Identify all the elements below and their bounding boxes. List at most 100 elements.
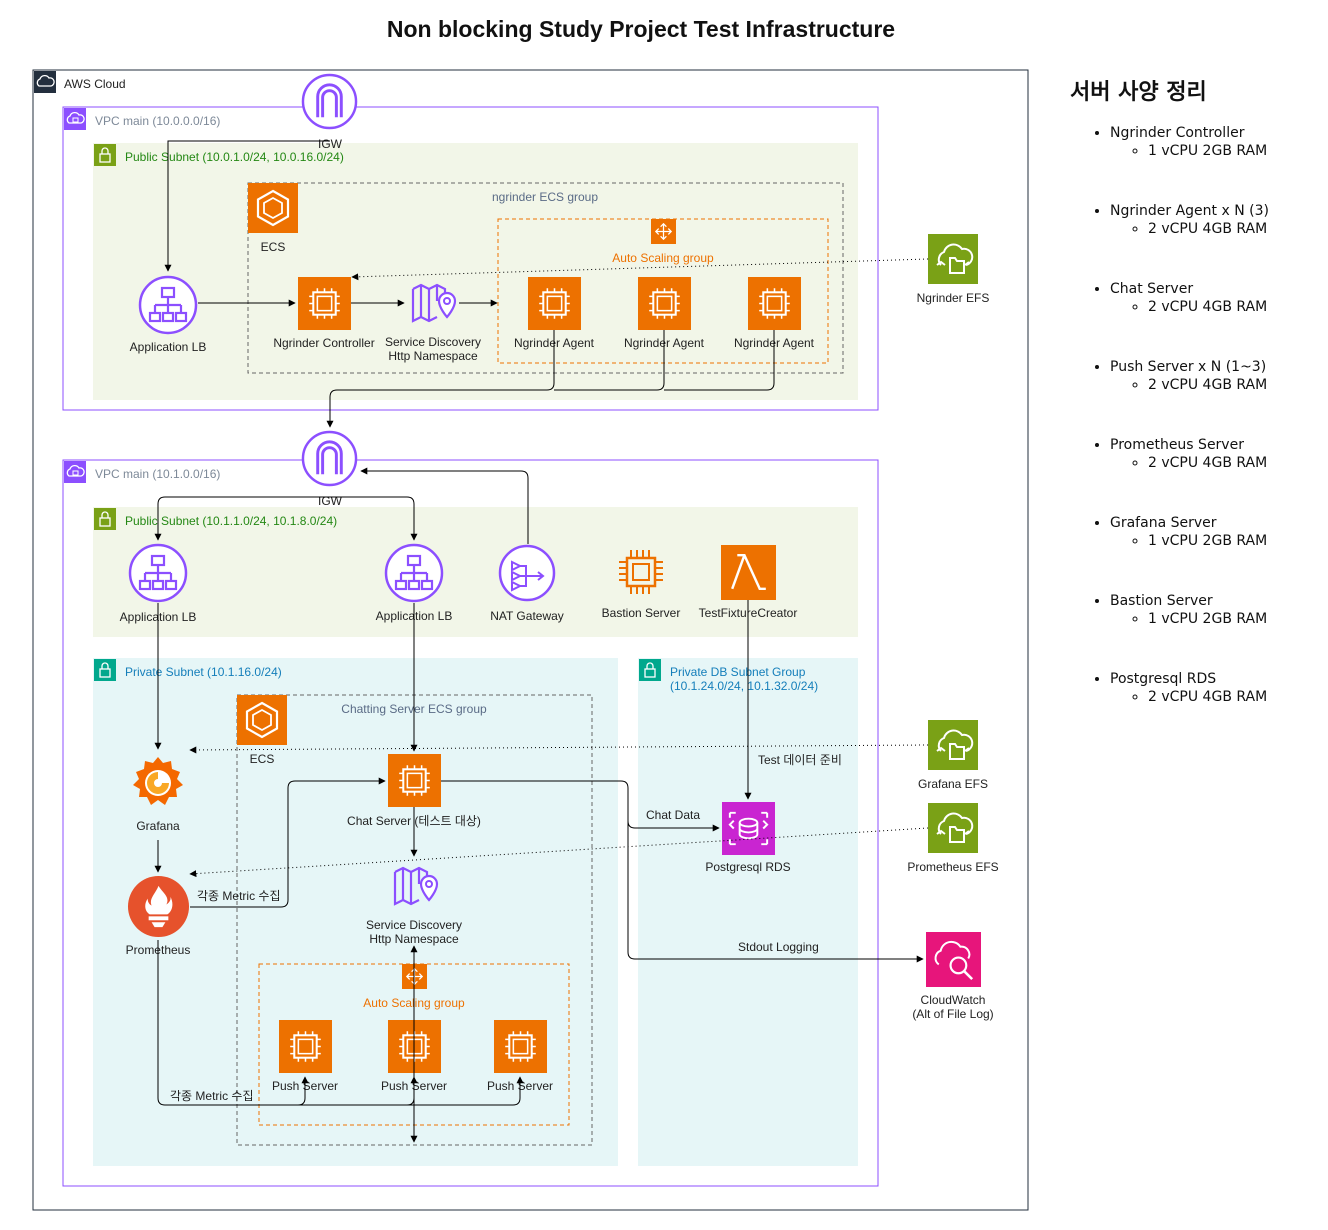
auto-scaling-group-1-label: Auto Scaling group — [612, 251, 714, 265]
public-subnet-1 — [93, 143, 858, 400]
aws-cloud-icon — [34, 71, 56, 93]
private-db-label-2: (10.1.24.0/24, 10.1.32.0/24) — [670, 679, 818, 693]
ngrinder-controller-label: Ngrinder Controller — [273, 336, 374, 350]
ngrinder-efs-icon — [928, 234, 978, 284]
application-lb-label-1: Application LB — [130, 340, 207, 354]
edge-igw-to-alb-3 — [330, 496, 418, 541]
private-db-label-1: Private DB Subnet Group — [670, 665, 806, 679]
vpc-icon — [64, 461, 86, 483]
spec-item-name: Prometheus Server — [1110, 437, 1244, 453]
chat-server-icon — [388, 754, 441, 807]
edge-label-stdout: Stdout Logging — [738, 940, 819, 954]
nat-gateway-label: NAT Gateway — [490, 609, 564, 623]
spec-item: Prometheus Server 2 vCPU 4GB RAM — [1110, 436, 1318, 472]
vpc-main-1 — [62, 106, 879, 411]
application-lb-icon-1 — [138, 275, 198, 335]
edge-metric-push-1 — [297, 1076, 309, 1106]
public-subnet-1-label: Public Subnet (10.0.1.0/24, 10.0.16.0/24… — [125, 150, 344, 164]
ngrinder-ecs-group-label: ngrinder ECS group — [492, 190, 598, 204]
spec-item-detail: 2 vCPU 4GB RAM — [1148, 298, 1318, 316]
ngrinder-ecs-group — [247, 182, 844, 374]
spec-item: Chat Server 2 vCPU 4GB RAM — [1110, 280, 1318, 316]
application-lb-icon-3 — [384, 543, 444, 603]
edge-agent-2 — [554, 330, 665, 391]
edge-nat-to-igw — [360, 467, 529, 544]
public-subnet-2-label: Public Subnet (10.1.1.0/24, 10.1.8.0/24) — [125, 514, 337, 528]
ecs-icon — [248, 183, 298, 233]
internet-gateway-icon-2 — [301, 430, 358, 487]
spec-item: Grafana Server 1 vCPU 2GB RAM — [1110, 514, 1318, 550]
edge-chat-to-cloudwatch — [627, 821, 924, 963]
cloudwatch-icon — [926, 932, 981, 987]
edge-agents-to-igw — [326, 330, 555, 428]
bastion-server-label: Bastion Server — [602, 606, 681, 620]
private-subnet-label: Private Subnet (10.1.16.0/24) — [125, 665, 282, 679]
vpc-main-1-label: VPC main (10.0.0.0/16) — [95, 114, 220, 128]
edge-agent-3 — [664, 330, 775, 391]
spec-item-detail: 2 vCPU 4GB RAM — [1148, 220, 1318, 238]
spec-item-detail: 2 vCPU 4GB RAM — [1148, 454, 1318, 472]
server-spec-panel: 서버 사양 정리 Ngrinder Controller 1 vCPU 2GB … — [1068, 74, 1318, 748]
aws-cloud-group — [32, 69, 1029, 1211]
public-subnet-lock-icon — [94, 508, 116, 530]
spec-item: Postgresql RDS 2 vCPU 4GB RAM — [1110, 670, 1318, 706]
spec-item-detail: 1 vCPU 2GB RAM — [1148, 142, 1318, 160]
edge-label-chat-data: Chat Data — [646, 808, 700, 822]
aws-cloud-label: AWS Cloud — [64, 77, 126, 91]
spec-item-name: Grafana Server — [1110, 515, 1217, 531]
ecs-label-2: ECS — [250, 752, 275, 766]
prometheus-efs-icon — [928, 803, 978, 853]
prometheus-efs-label: Prometheus EFS — [907, 860, 998, 874]
grafana-label: Grafana — [136, 819, 180, 833]
vpc-main-2 — [62, 459, 879, 1187]
nat-gateway-icon — [498, 544, 556, 602]
spec-list: Ngrinder Controller 1 vCPU 2GB RAM Ngrin… — [1068, 124, 1318, 706]
edge-prometheus-to-push — [157, 940, 524, 1106]
igw-label-2: IGW — [318, 494, 343, 508]
edge-label-test-data: Test 데이터 준비 — [758, 753, 842, 767]
diagram-title: Non blocking Study Project Test Infrastr… — [387, 16, 895, 42]
spec-item-detail: 1 vCPU 2GB RAM — [1148, 610, 1318, 628]
edge-efs-to-prometheus — [189, 827, 929, 878]
edge-label-metric-2: 각종 Metric 수집 — [170, 1089, 254, 1103]
grafana-efs-label: Grafana EFS — [918, 777, 988, 791]
cloudwatch-label-2: (Alt of File Log) — [912, 1007, 993, 1021]
ecs-icon — [237, 695, 287, 745]
spec-item-name: Postgresql RDS — [1110, 671, 1217, 687]
internet-gateway-icon-1 — [301, 73, 358, 130]
edge-igw-to-alb-2 — [154, 496, 330, 541]
spec-item-detail: 2 vCPU 4GB RAM — [1148, 688, 1318, 706]
lambda-icon — [721, 545, 776, 600]
spec-item: Ngrinder Agent x N (3) 2 vCPU 4GB RAM — [1110, 202, 1318, 238]
ngrinder-agent-icon — [638, 277, 691, 330]
edge-prometheus-to-chat — [190, 777, 386, 908]
grafana-efs-icon — [928, 720, 978, 770]
postgres-rds-icon — [722, 802, 775, 855]
spec-item-name: Ngrinder Controller — [1110, 125, 1245, 141]
spec-item: Bastion Server 1 vCPU 2GB RAM — [1110, 592, 1318, 628]
edge-efs-to-controller — [351, 258, 929, 281]
vpc-main-2-label: VPC main (10.1.0.0/16) — [95, 467, 220, 481]
ngrinder-controller-icon — [298, 277, 351, 330]
postgres-rds-label: Postgresql RDS — [705, 860, 790, 874]
public-subnet-lock-icon — [94, 144, 116, 166]
ngrinder-agent-icon — [528, 277, 581, 330]
igw-label-1: IGW — [318, 137, 343, 151]
ngrinder-agent-icon — [748, 277, 801, 330]
push-server-icon — [279, 1020, 332, 1073]
service-discovery-label-1a: Service Discovery — [385, 335, 481, 349]
service-discovery-label-2a: Service Discovery — [366, 918, 462, 932]
edge-chat-to-rds — [441, 780, 720, 832]
spec-item-name: Ngrinder Agent x N (3) — [1110, 203, 1269, 219]
spec-item-name: Bastion Server — [1110, 593, 1213, 609]
ecs-label-1: ECS — [261, 240, 286, 254]
spec-item: Push Server x N (1~3) 2 vCPU 4GB RAM — [1110, 358, 1318, 394]
cloudwatch-label-1: CloudWatch — [921, 993, 986, 1007]
private-subnet-lock-icon — [94, 659, 116, 681]
service-discovery-label-1b: Http Namespace — [388, 349, 478, 363]
private-db-lock-icon — [639, 659, 661, 681]
service-discovery-label-2b: Http Namespace — [369, 932, 459, 946]
push-server-icon — [494, 1020, 547, 1073]
spec-item-name: Chat Server — [1110, 281, 1194, 297]
spec-item-detail: 1 vCPU 2GB RAM — [1148, 532, 1318, 550]
